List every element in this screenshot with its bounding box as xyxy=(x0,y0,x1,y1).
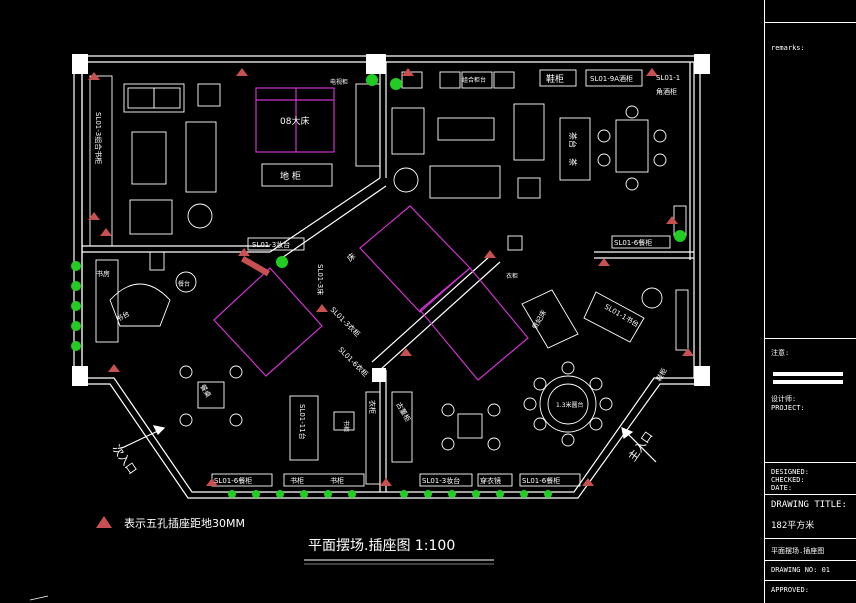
stand-2-label: SL01-6餐柜 xyxy=(614,238,652,247)
right-tag-label: 鞋柜 xyxy=(654,366,669,383)
designer-small-label: 设计师: xyxy=(771,395,797,403)
remarks-label: remarks: xyxy=(771,44,805,52)
bottom-label-6: 书柜 xyxy=(330,476,344,485)
drawing-title-value: 182平方米 xyxy=(771,521,815,531)
divider xyxy=(765,494,856,495)
bottom-label-1: SL01-6餐柜 xyxy=(214,476,252,485)
plant-markers xyxy=(71,74,686,498)
notes-label: 注意: xyxy=(771,349,790,357)
bedroom-label: 08大床 xyxy=(280,115,309,127)
socket-markers xyxy=(88,68,694,528)
furniture xyxy=(89,69,689,487)
tea2-label: 茶 xyxy=(568,158,578,166)
small-1-label: 衣柜 xyxy=(368,400,377,414)
wine-cabinet-label-2: SL01-1 xyxy=(656,74,680,82)
mid-label-1: SL01-3床 xyxy=(316,264,325,295)
glass-box-label: 电视柜 xyxy=(330,78,348,86)
entrance-arrows xyxy=(121,425,657,463)
divider xyxy=(765,580,856,581)
bottom-label-2: SL01-3妆台 xyxy=(422,476,460,485)
legend-text: 表示五孔插座距地30MM xyxy=(124,516,245,530)
curio-label: 古董柜 xyxy=(394,401,412,424)
drawing-no-label: DRAWING NO: 01 xyxy=(771,566,831,574)
divider xyxy=(765,22,856,23)
stand-1-label: SL01-3妆台 xyxy=(252,240,290,249)
stool-label: 餐台 xyxy=(178,280,190,288)
bottom-label-4: SL01-6餐柜 xyxy=(522,476,560,485)
corner-cabinet-label: 角酒柜 xyxy=(656,87,677,96)
drawing-title: 平面摆场.插座图 1:100 xyxy=(308,538,455,554)
main-entrance-label: 主入口 xyxy=(626,429,656,463)
bottom-label-3: 穿衣镜 xyxy=(480,476,501,485)
wine-cabinet-label: SL01-9A酒柜 xyxy=(590,74,633,83)
designed-label: DESIGNED: xyxy=(771,468,809,476)
tea-label: 茶台 xyxy=(568,132,578,148)
small-2-label: 书柜 xyxy=(342,420,350,432)
bar xyxy=(773,372,843,376)
mid-bed-label: 床 xyxy=(345,251,358,264)
door-room-label: 书房 xyxy=(96,269,110,278)
drawing-sub-label: 平面摆场.插座图 xyxy=(771,547,825,555)
project-label: PROJECT: xyxy=(771,404,805,412)
desk-label: 书台 xyxy=(115,309,132,324)
date-label: DATE: xyxy=(771,484,793,492)
divider xyxy=(765,462,856,463)
bottom-label-5: 书柜 xyxy=(290,476,304,485)
drawing-title-label: DRAWING TITLE: xyxy=(771,500,847,510)
round-table-label: 1.3米圆台 xyxy=(556,401,584,409)
floor-cabinet-label: 地 柜 xyxy=(280,170,301,182)
chaise-label: 贵妃床 xyxy=(530,308,548,331)
approved-label: APPROVED: xyxy=(771,586,809,594)
bar xyxy=(773,380,843,384)
columns xyxy=(72,54,710,386)
title-block: remarks: 注意: 设计师: PROJECT: DESIGNED: CHE… xyxy=(764,0,856,603)
shoe-cabinet-label: 鞋柜 xyxy=(546,73,564,85)
divider xyxy=(765,538,856,539)
wood-box-label: 衣柜 xyxy=(506,272,518,280)
divider xyxy=(765,560,856,561)
checked-label: CHECKED: xyxy=(771,476,805,484)
beds xyxy=(213,87,529,381)
corner-tick xyxy=(29,595,49,601)
dining-seat-label: 餐桌 xyxy=(198,383,213,400)
left-wall-label: SL01-3组合书柜 xyxy=(94,112,103,164)
tall-desk-label: SL01-11台 xyxy=(298,404,307,440)
tv-combo-label: 组合柜台 xyxy=(462,76,486,84)
divider xyxy=(765,338,856,339)
mid-label-3: SL01-6衣柜 xyxy=(337,345,370,378)
mid-label-2: SL01-3衣柜 xyxy=(329,305,362,338)
